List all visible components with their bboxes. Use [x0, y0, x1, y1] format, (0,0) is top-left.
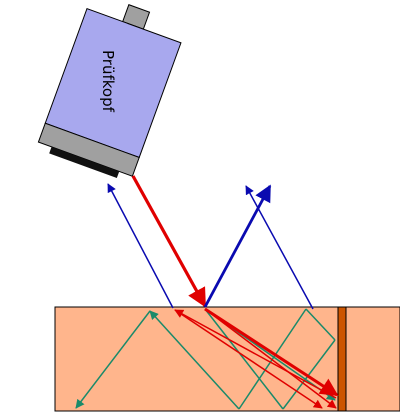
- transverse-wave-6: [75, 310, 151, 409]
- incident-beam-reflections: [174, 308, 337, 409]
- longitudinal-wave-reflected-thick: [203, 184, 272, 308]
- transverse-wave-5: [149, 310, 240, 410]
- transverse-wave-2: [282, 339, 336, 410]
- beam-reflection-2: [174, 309, 337, 399]
- longitudinal-wave-reflected-back: [107, 183, 174, 309]
- transverse-wave-1: [204, 308, 284, 410]
- longitudinal-waves: [107, 183, 314, 310]
- beam-reflection-1: [204, 308, 337, 409]
- flaw-reflector: [337, 306, 347, 412]
- transverse-wave-4: [238, 308, 307, 410]
- longitudinal-wave-reflected-thin: [245, 185, 314, 310]
- probe-crystal: [49, 146, 120, 179]
- beam-reflection-3: [174, 309, 323, 409]
- probe-label: Prüfkopf: [99, 50, 117, 113]
- incident-beam: [131, 175, 207, 308]
- ultrasonic-probe: Prüfkopf: [37, 4, 182, 179]
- incident-beam-refracted: [204, 307, 339, 397]
- transverse-wave-3: [305, 308, 336, 341]
